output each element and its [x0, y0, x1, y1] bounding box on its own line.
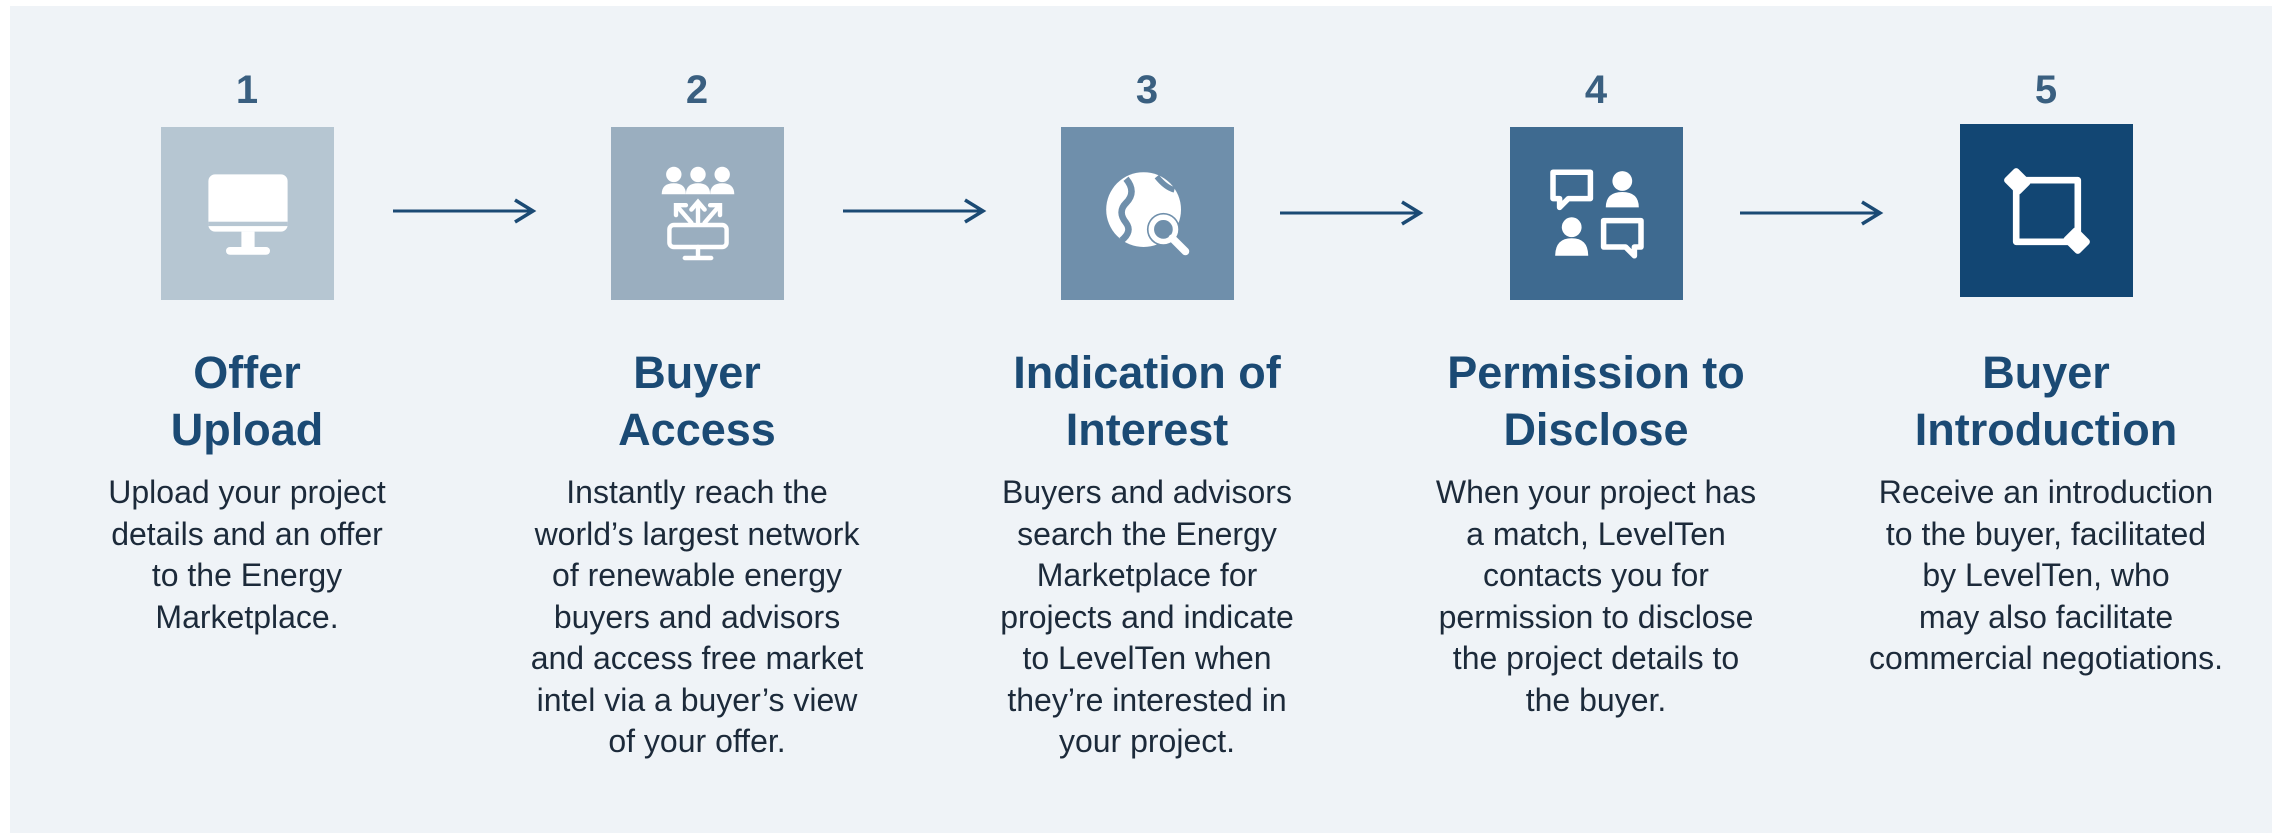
- step-title: Buyer Introduction: [1914, 347, 2178, 455]
- arrow-2: [843, 198, 987, 224]
- step-description: Upload your project details and an offer…: [108, 474, 386, 635]
- step-icon-box: [1960, 124, 2133, 297]
- step-icon-box: [1061, 127, 1234, 300]
- step-icon-box: [1510, 127, 1683, 300]
- step-5: 5 Buyer Introduction Receive an introduc…: [1826, 6, 2266, 806]
- globe-search-icon: [1105, 171, 1189, 255]
- step-3: 3 Indication of Interest Buyers and advi…: [927, 6, 1367, 806]
- step-icon-box: [611, 127, 784, 300]
- step-description: When your project has a match, LevelTen …: [1435, 474, 1757, 718]
- step-4: 4 Permission to Disclose When your proje…: [1376, 6, 1816, 806]
- people-chat-icon: [1549, 168, 1644, 259]
- step-number: 4: [1584, 68, 1608, 112]
- step-title: Indication of Interest: [1013, 347, 1281, 455]
- step-title: Offer Upload: [170, 347, 324, 455]
- monitor-icon: [207, 173, 288, 255]
- arrow-4: [1740, 200, 1884, 226]
- step-number: 2: [685, 68, 709, 112]
- step-1: 1 Offer Upload Upload your project detai…: [27, 6, 467, 806]
- handshake-icon: [2003, 167, 2090, 254]
- step-number: 3: [1135, 68, 1159, 112]
- step-title: Buyer Access: [618, 347, 776, 455]
- network-icon: [661, 166, 734, 260]
- step-description: Receive an introduction to the buyer, fa…: [1869, 474, 2223, 676]
- step-description: Instantly reach the world’s largest netw…: [530, 474, 864, 759]
- step-icon-box: [161, 127, 334, 300]
- step-description: Buyers and advisors search the Energy Ma…: [1000, 474, 1294, 759]
- step-number: 5: [2034, 68, 2058, 112]
- arrow-3: [1280, 200, 1424, 226]
- process-panel: 1 Offer Upload Upload your project detai…: [10, 6, 2272, 833]
- step-number: 1: [235, 68, 259, 112]
- arrow-1: [393, 198, 537, 224]
- step-2: 2: [477, 6, 917, 806]
- step-title: Permission to Disclose: [1447, 347, 1745, 455]
